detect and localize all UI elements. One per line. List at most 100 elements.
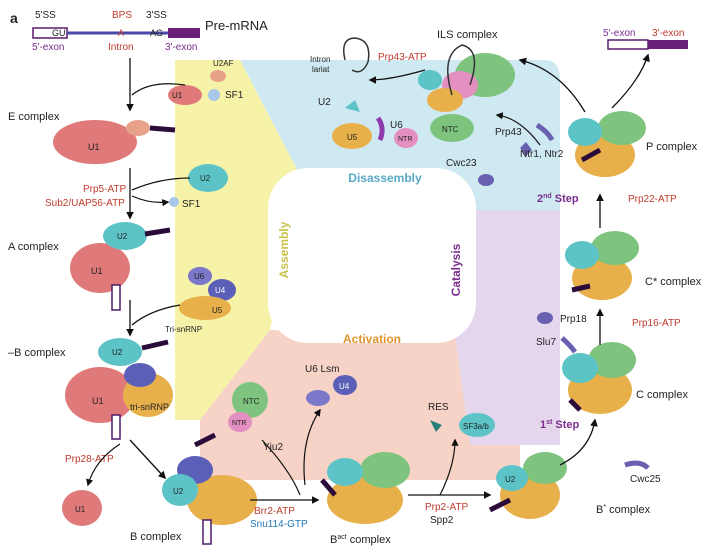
- res-label: RES: [428, 402, 449, 413]
- u2-bact: [327, 458, 363, 486]
- u1-release-arrow: [86, 443, 121, 487]
- u2-b: [162, 474, 198, 506]
- ils-complex-label: ILS complex: [437, 29, 498, 41]
- u1-preb-label: U1: [92, 396, 104, 406]
- ntc-join: [232, 382, 268, 418]
- intron-label: Intron: [108, 42, 134, 53]
- u2-ils: [418, 70, 442, 90]
- prp43-label: Prp43: [495, 127, 522, 138]
- u1-e-top-label: U1: [172, 91, 183, 100]
- ntc-cstar: [591, 231, 639, 265]
- u1-a-label: U1: [91, 266, 103, 276]
- prp2-label: Prp2-ATP: [425, 502, 468, 513]
- sf1-release-arrow: [131, 195, 170, 207]
- u5-dis-label: U5: [347, 133, 358, 142]
- res-shape: [430, 420, 442, 432]
- exon3-box: [168, 28, 200, 38]
- tri-join: [131, 304, 181, 326]
- cwc23-shape: [478, 174, 494, 186]
- product-exon3-box: [648, 40, 688, 49]
- u5-bact: [327, 476, 403, 524]
- c-exon: [568, 398, 582, 412]
- snu114-label: Snu114-GTP: [250, 519, 308, 530]
- u2-join: [131, 177, 191, 191]
- brr2-label: Brr2-ATP: [254, 506, 295, 517]
- prp16-label: Prp16-ATP: [632, 318, 681, 329]
- b-exon: [193, 432, 217, 448]
- product-exon5-label: 5'-exon: [603, 28, 636, 39]
- sf3ab-shape: [459, 413, 495, 437]
- u1-a: [70, 243, 130, 293]
- center-cavity: [268, 168, 476, 343]
- u1-e-top: [168, 85, 202, 105]
- u4-release-shape: [333, 375, 357, 395]
- u5-ils: [427, 88, 463, 112]
- product-exon3-label: 3'-exon: [652, 28, 685, 39]
- ss3-label: 3'SS: [146, 10, 167, 21]
- arrow-bstar-to-c: [559, 418, 598, 466]
- sf3ab-label: SF3a/b: [463, 422, 489, 431]
- u6-dis-shape: [375, 116, 385, 141]
- exon3-label: 3'-exon: [165, 42, 198, 53]
- intron-lariat-shape: [343, 37, 370, 73]
- u4-tri: [208, 279, 236, 301]
- u6-tri: [188, 267, 212, 285]
- u2-bstar: [496, 465, 528, 491]
- ils-lariat: [447, 44, 476, 96]
- u2-a-label: U2: [117, 232, 128, 241]
- spp2-label: Spp2: [430, 515, 454, 526]
- a-label: A: [118, 28, 124, 38]
- bstar-exon: [488, 497, 512, 513]
- c-complex-label: C complex: [636, 389, 688, 401]
- curve-join: [131, 83, 186, 96]
- sub2-label: Sub2/UAP56-ATP: [45, 198, 125, 209]
- u2-c: [562, 353, 598, 383]
- intron-lariat-label-1: Intron: [310, 55, 330, 64]
- u2-preb: [98, 338, 142, 366]
- u2-b-label: U2: [173, 487, 184, 496]
- u1-e: [53, 120, 137, 164]
- slu7-shape: [560, 336, 578, 354]
- assembly-region: [175, 60, 300, 420]
- sf1-release-label: SF1: [182, 199, 201, 210]
- prp5-label: Prp5-ATP: [83, 184, 126, 195]
- prp43-join-arrow: [495, 112, 541, 146]
- u6lsm-label: U6 Lsm: [305, 364, 339, 375]
- cwc23-label: Cwc23: [446, 158, 477, 169]
- b-intron-box: [202, 519, 212, 545]
- activation-region: [200, 330, 520, 480]
- ntc-p: [598, 111, 646, 145]
- panel-label: a: [10, 10, 18, 26]
- ntc-bact: [360, 452, 410, 488]
- tri-preb-u4: [124, 363, 156, 387]
- u2af-label: U2AF: [213, 59, 234, 68]
- u1-released: [62, 490, 102, 526]
- pre-b-complex-label: –B complex: [8, 347, 66, 359]
- u2-a: [103, 222, 147, 250]
- bact-exon: [320, 478, 337, 497]
- u1-released-label: U1: [75, 505, 86, 514]
- arrow-p-to-ils: [518, 57, 586, 113]
- sf1-release-dot: [169, 197, 179, 207]
- prp22-label: Prp22-ATP: [628, 194, 677, 205]
- u1-preb: [65, 367, 135, 423]
- ntc-arrow: [261, 439, 301, 496]
- u5-tri: [179, 296, 231, 320]
- gu-label: GU: [52, 28, 66, 38]
- prp18-shape: [537, 312, 553, 324]
- yju2-label: Yju2: [263, 442, 283, 453]
- cstar-exon: [571, 283, 591, 293]
- cwc25-label: Cwc25: [630, 474, 661, 485]
- premrna-title: Pre-mRNA: [205, 18, 268, 33]
- ntr1-label: Ntr1, Ntr2: [520, 149, 564, 160]
- cwc25-shape: [624, 460, 650, 470]
- ss5-label: 5'SS: [35, 10, 56, 21]
- u6-tri-label: U6: [194, 272, 205, 281]
- u5-b: [187, 475, 257, 525]
- catalysis-label: Catalysis: [449, 243, 463, 296]
- assembly-label: Assembly: [277, 221, 291, 278]
- product-exon5-box: [607, 39, 649, 50]
- u2-incoming: [188, 164, 228, 192]
